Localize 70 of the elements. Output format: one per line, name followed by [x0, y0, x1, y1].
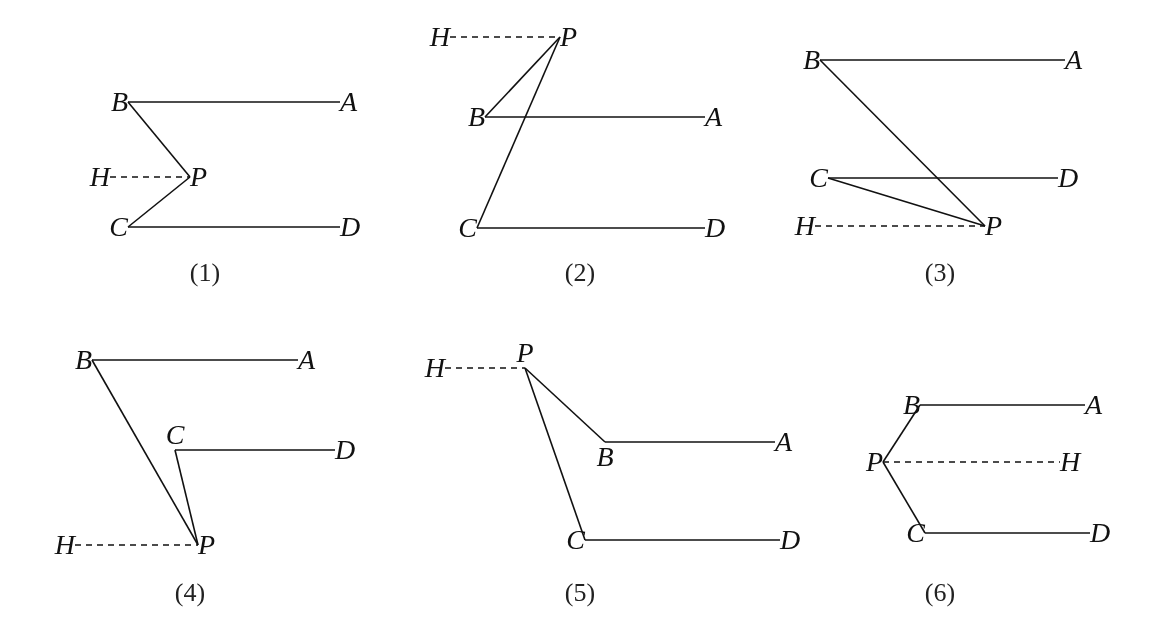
- figure-number: (6): [924, 578, 956, 608]
- figure-number: (2): [564, 258, 596, 288]
- line-segment: [882, 461, 926, 534]
- dashed-line: [74, 544, 199, 546]
- line-segment: [584, 539, 781, 541]
- point-label: D: [340, 212, 364, 242]
- point-label: P: [859, 447, 883, 477]
- line-segment: [476, 227, 706, 229]
- line-segment: [919, 404, 1086, 406]
- point-label: D: [1058, 163, 1082, 193]
- line-segment: [174, 449, 199, 546]
- figure-number: (3): [924, 258, 956, 288]
- dashed-line: [814, 225, 986, 227]
- point-label: C: [163, 420, 187, 450]
- point-label: H: [86, 162, 110, 192]
- dashed-line: [882, 461, 1061, 463]
- line-segment: [604, 441, 776, 443]
- point-label: C: [561, 525, 585, 555]
- point-label: H: [421, 353, 445, 383]
- line-segment: [819, 59, 1066, 61]
- point-label: P: [190, 162, 214, 192]
- point-label: B: [796, 45, 820, 75]
- line-segment: [882, 404, 921, 463]
- line-segment: [127, 101, 341, 103]
- line-segment: [127, 176, 191, 228]
- figure-number: (5): [564, 578, 596, 608]
- point-label: A: [705, 102, 729, 132]
- point-label: H: [791, 211, 815, 241]
- point-label: P: [985, 211, 1009, 241]
- line-segment: [827, 177, 1059, 179]
- dashed-line: [109, 176, 191, 178]
- point-label: H: [1060, 447, 1084, 477]
- figure-number: (1): [189, 258, 221, 288]
- point-label: D: [780, 525, 804, 555]
- point-label: A: [775, 427, 799, 457]
- point-label: H: [51, 530, 75, 560]
- point-label: B: [68, 345, 92, 375]
- point-label: A: [298, 345, 322, 375]
- point-label: C: [901, 518, 925, 548]
- line-segment: [127, 101, 191, 178]
- line-segment: [827, 177, 986, 227]
- point-label: A: [1085, 390, 1109, 420]
- dashed-line: [444, 367, 526, 369]
- line-segment: [524, 367, 606, 443]
- line-segment: [524, 367, 586, 541]
- point-label: P: [560, 22, 584, 52]
- line-segment: [127, 226, 341, 228]
- line-segment: [484, 116, 706, 118]
- line-segment: [484, 36, 561, 118]
- point-label: A: [1065, 45, 1089, 75]
- point-label: D: [335, 435, 359, 465]
- line-segment: [91, 359, 199, 546]
- point-label: C: [804, 163, 828, 193]
- point-label: D: [705, 213, 729, 243]
- point-label: B: [104, 87, 128, 117]
- line-segment: [924, 532, 1091, 534]
- figure-number: (4): [174, 578, 206, 608]
- point-label: B: [593, 442, 617, 472]
- point-label: B: [461, 102, 485, 132]
- point-label: D: [1090, 518, 1114, 548]
- line-segment: [476, 36, 561, 229]
- point-label: P: [513, 338, 537, 368]
- point-label: A: [340, 87, 364, 117]
- line-segment: [174, 449, 336, 451]
- line-segment: [91, 359, 299, 361]
- line-segment: [819, 59, 986, 227]
- point-label: C: [453, 213, 477, 243]
- point-label: H: [426, 22, 450, 52]
- point-label: P: [198, 530, 222, 560]
- point-label: C: [104, 212, 128, 242]
